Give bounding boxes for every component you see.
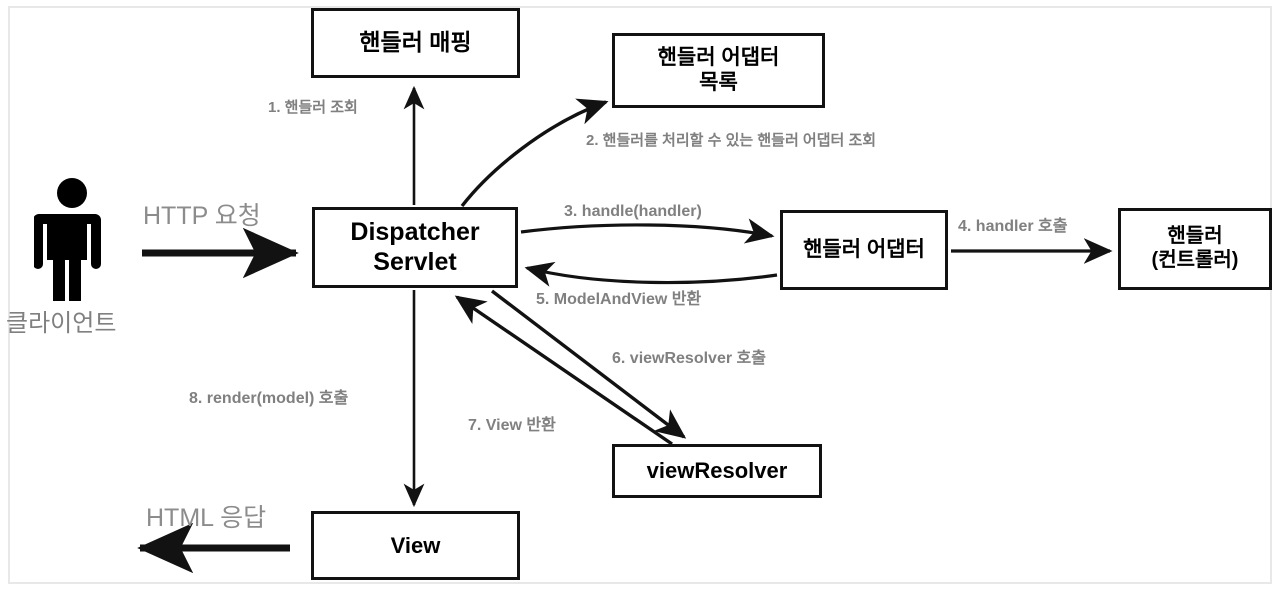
- label-step-3: 3. handle(handler): [564, 203, 702, 220]
- node-view-resolver-label: viewResolver: [646, 458, 788, 484]
- node-view-label: View: [390, 532, 441, 558]
- node-handler-mapping[interactable]: 핸들러 매핑: [311, 8, 520, 78]
- client-actor: [34, 178, 101, 301]
- node-handler-adapter[interactable]: 핸들러 어댑터: [780, 210, 948, 290]
- label-step-2: 2. 핸들러를 처리할 수 있는 핸들러 어댑터 조회: [586, 132, 877, 149]
- node-dispatcher-servlet[interactable]: Dispatcher Servlet: [312, 207, 518, 288]
- node-handler-adapter-label: 핸들러 어댑터: [803, 237, 925, 261]
- label-step-8: 8. render(model) 호출: [189, 390, 349, 407]
- person-head-icon: [57, 178, 87, 208]
- label-http-request: HTTP 요청: [143, 202, 261, 230]
- arrow-step-3: [520, 218, 775, 244]
- node-handler-mapping-label: 핸들러 매핑: [359, 29, 472, 56]
- client-caption: 클라이언트: [6, 310, 117, 337]
- node-view[interactable]: View: [311, 511, 520, 580]
- label-http-response: HTML 응답: [146, 504, 267, 532]
- label-step-6: 6. viewResolver 호출: [612, 350, 766, 367]
- node-view-resolver[interactable]: viewResolver: [612, 444, 822, 498]
- arrow-step-5: [524, 261, 778, 287]
- node-dispatcher-servlet-label: Dispatcher Servlet: [350, 218, 480, 276]
- label-step-5: 5. ModelAndView 반환: [536, 291, 702, 308]
- label-step-7: 7. View 반환: [468, 417, 556, 434]
- arrow-step-2: [460, 98, 609, 208]
- node-handler-adapter-list[interactable]: 핸들러 어댑터 목록: [612, 33, 825, 108]
- node-handler-controller[interactable]: 핸들러 (컨트롤러): [1118, 208, 1272, 290]
- person-body-icon: [34, 214, 101, 301]
- node-handler-controller-label: 핸들러 (컨트롤러): [1151, 225, 1239, 271]
- label-step-4: 4. handler 호출: [958, 218, 1068, 235]
- arrow-step-6: [490, 289, 687, 439]
- label-step-1: 1. 핸들러 조회: [268, 99, 358, 116]
- node-handler-adapter-list-label: 핸들러 어댑터 목록: [657, 45, 780, 94]
- arrow-step-7: [454, 295, 673, 446]
